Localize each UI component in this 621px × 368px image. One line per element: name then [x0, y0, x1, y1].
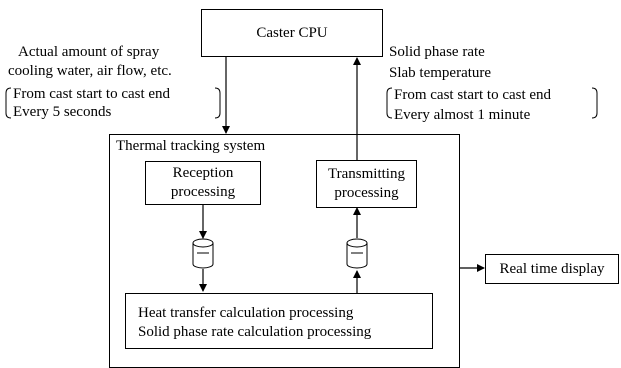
input-note-line2: cooling water, air flow, etc.: [8, 63, 172, 79]
database-icon: [192, 238, 214, 269]
calculation-processing-box: Heat transfer calculation processing Sol…: [125, 293, 433, 349]
thermal-tracking-system-label: Thermal tracking system: [116, 137, 266, 155]
transmitting-processing-box: Transmitting processing: [316, 160, 417, 208]
output-note-interval: Every almost 1 minute: [394, 107, 531, 123]
bracket-left-icon: [386, 87, 393, 119]
database-icon: [346, 238, 368, 269]
real-time-display-box: Real time display: [485, 254, 619, 284]
bracket-left-icon: [5, 87, 12, 119]
output-note-line1: Solid phase rate: [389, 44, 485, 60]
output-note-range: From cast start to cast end: [394, 87, 552, 103]
calculation-line1: Heat transfer calculation processing: [138, 305, 354, 321]
reception-processing-box: Reception processing: [145, 161, 261, 205]
reception-line2: processing: [170, 184, 236, 200]
input-note-interval: Every 5 seconds: [13, 104, 112, 120]
transmitting-line1: Transmitting: [328, 166, 405, 182]
input-note-range: From cast start to cast end: [13, 86, 171, 102]
caster-cpu-label: Caster CPU: [256, 25, 328, 41]
bracket-right-icon: [591, 87, 598, 119]
caster-cpu-box: Caster CPU: [201, 9, 383, 57]
reception-line1: Reception: [172, 165, 234, 181]
input-note-line1: Actual amount of spray: [18, 44, 160, 60]
bracket-right-icon: [214, 87, 221, 119]
calculation-line2: Solid phase rate calculation processing: [138, 324, 372, 340]
thermal-tracking-system-box: Thermal tracking system: [109, 134, 460, 368]
real-time-display-label: Real time display: [499, 261, 605, 277]
transmitting-line2: processing: [334, 185, 399, 201]
output-note-line2: Slab temperature: [389, 65, 492, 81]
